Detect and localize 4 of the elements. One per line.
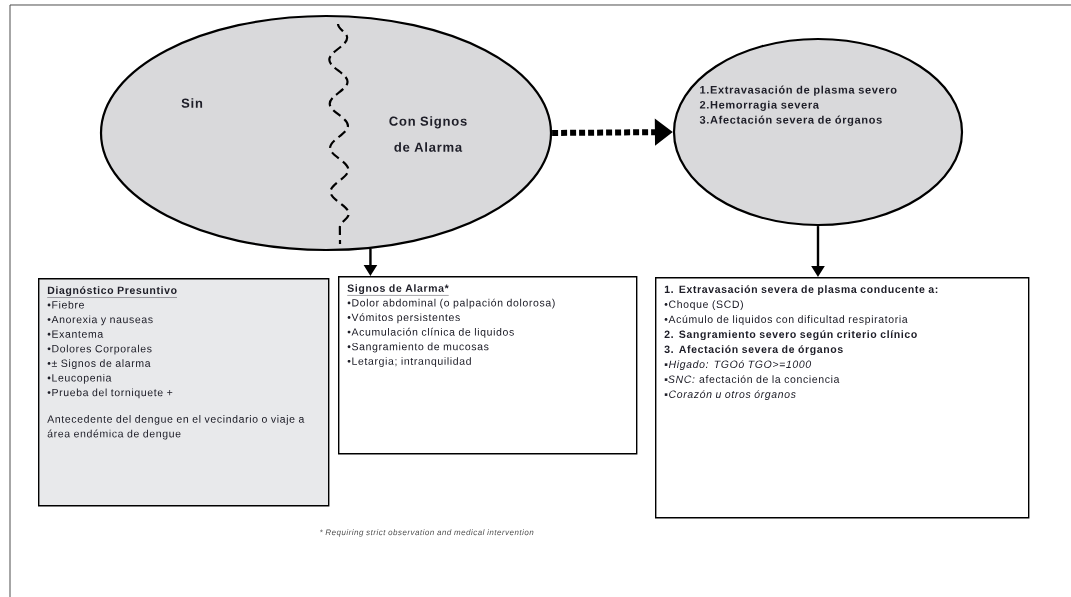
footnote: * Requiring strict observation and medical intervention (320, 529, 534, 537)
text-box: 1. Extravasación severa de plasma conducente a: •Choque (SCD) •Acúmulo de liquidos con dificultad respiratoria 2. Sangramiento severo según criterio clínico 3. Afectación severa de órganos ▪Higado: TGOó TGO>=1000 ▪SNC: afectación de la conciencia ▪Corazón u otros órganos (655, 277, 1030, 519)
text-box: Signos de Alarma* •Dolor abdominal (o palpación dolorosa) •Vómitos persistentes •Acumulación clínica de liquidos •Sangramiento de mucosas •Letargia; intranquilidad (338, 276, 638, 455)
text-box: Diagnóstico Presuntivo •Fiebre •Anorexia y nauseas •Exantema •Dolores Corporales •± Signos de alarma •Leucopenia •Prueba del torniquete + Antecedente del dengue en el vecindario o viaje a área endémica de dengue (38, 278, 330, 507)
